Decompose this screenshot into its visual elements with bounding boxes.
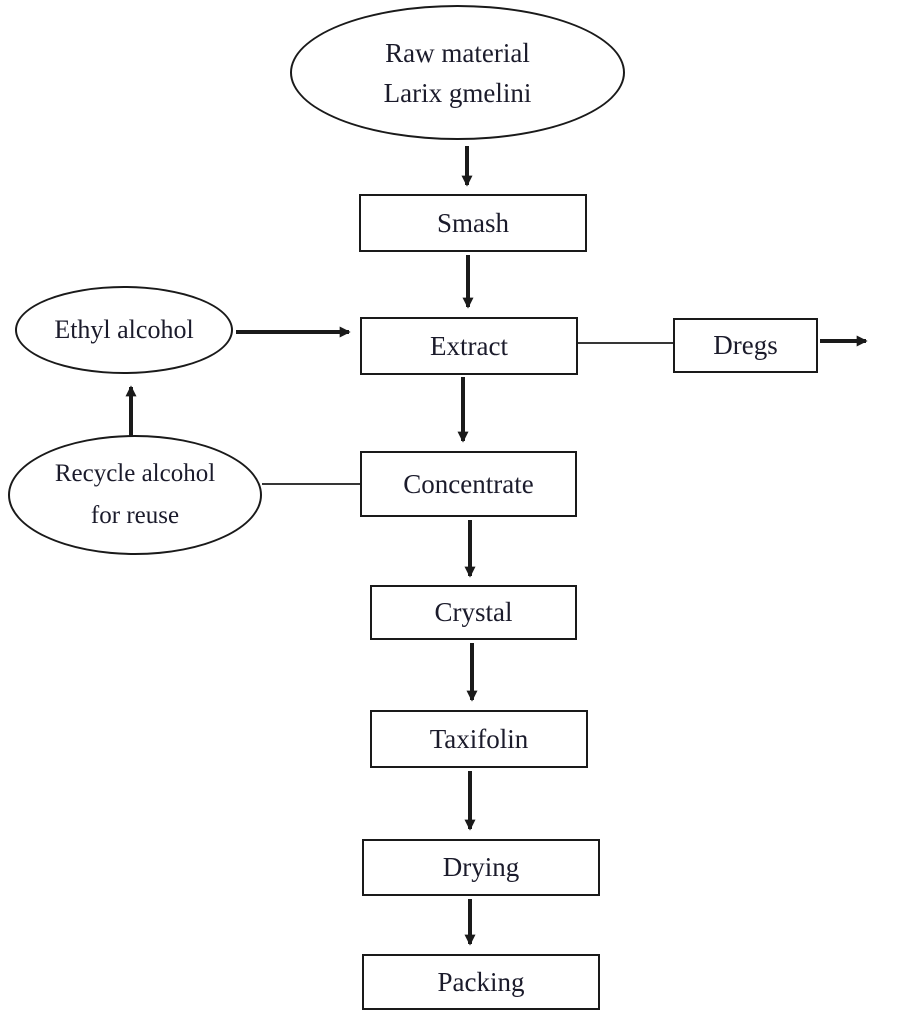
node-label: Ethyl alcohol <box>54 315 194 344</box>
node-label: Raw material <box>385 37 530 68</box>
node-smash: Smash <box>359 194 587 252</box>
node-label: Larix gmelini <box>383 77 532 108</box>
node-taxifolin: Taxifolin <box>370 710 588 768</box>
node-label: Packing <box>437 966 525 997</box>
node-recycle-alcohol: Recycle alcohol for reuse <box>8 435 262 555</box>
node-label: Drying <box>442 852 520 882</box>
node-label: Smash <box>436 207 509 238</box>
node-packing: Packing <box>362 954 600 1010</box>
node-ethyl-alcohol: Ethyl alcohol <box>15 286 233 374</box>
node-label: Taxifolin <box>429 723 529 754</box>
node-label: Extract <box>430 330 508 361</box>
node-label: for reuse <box>90 502 180 529</box>
node-label: Recycle alcohol <box>54 460 216 487</box>
node-raw-material: Raw material Larix gmelini <box>290 5 625 140</box>
node-label: Dregs <box>713 330 778 360</box>
node-concentrate: Concentrate <box>360 451 577 517</box>
node-crystal: Crystal <box>370 585 577 640</box>
node-drying: Drying <box>362 839 600 896</box>
node-extract: Extract <box>360 317 578 375</box>
node-dregs: Dregs <box>673 318 818 373</box>
node-label: Concentrate <box>403 468 534 499</box>
node-label: Crystal <box>434 597 513 627</box>
